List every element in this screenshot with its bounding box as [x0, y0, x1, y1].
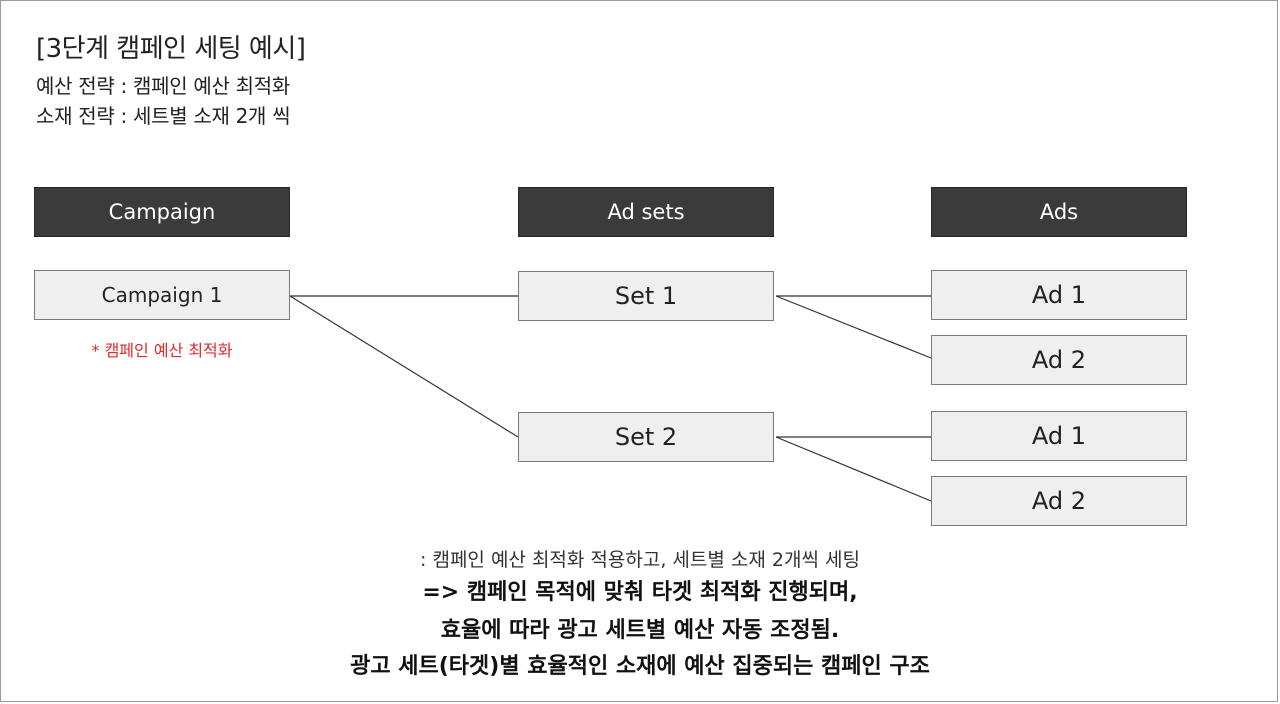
ad-node-set2-2: Ad 2	[931, 476, 1187, 526]
footer-conclusion-1: => 캠페인 목적에 맞춰 타겟 최적화 진행되며,	[422, 580, 858, 605]
creative-strategy-text: 소재 전략 : 세트별 소재 2개 씩	[36, 104, 291, 128]
column-header-campaign: Campaign	[34, 187, 290, 237]
footer-conclusion-3: 광고 세트(타겟)별 효율적인 소재에 예산 집중되는 캠페인 구조	[350, 654, 930, 679]
ad-node-set2-1: Ad 1	[931, 411, 1187, 461]
adset-node-2: Set 2	[518, 412, 774, 462]
column-header-adsets: Ad sets	[518, 187, 774, 237]
link-set1-ad2	[775, 295, 932, 359]
footer-summary: : 캠페인 예산 최적화 적용하고, 세트별 소재 2개씩 세팅	[420, 549, 860, 571]
page-title: [3단계 캠페인 세팅 예시]	[36, 34, 306, 64]
footer-conclusion-2: 효율에 따라 광고 세트별 예산 자동 조정됨.	[440, 618, 840, 643]
adset-node-1: Set 1	[518, 271, 774, 321]
campaign-budget-note: * 캠페인 예산 최적화	[91, 341, 233, 360]
ad-node-set1-1: Ad 1	[931, 270, 1187, 320]
budget-strategy-text: 예산 전략 : 캠페인 예산 최적화	[36, 74, 290, 98]
link-set2-ad2	[775, 436, 932, 502]
link-campaign-set2	[289, 295, 519, 438]
campaign-node: Campaign 1	[34, 270, 290, 320]
ad-node-set1-2: Ad 2	[931, 335, 1187, 385]
column-header-ads: Ads	[931, 187, 1187, 237]
